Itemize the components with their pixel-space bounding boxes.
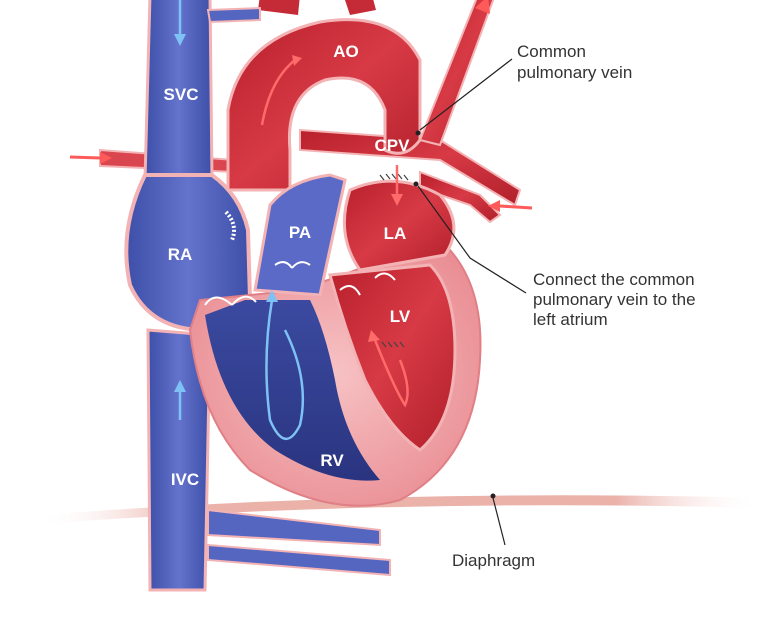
label-svc: SVC [164,85,199,104]
callout-diaphragm: Diaphragm [452,551,535,570]
label-cpv: CPV [375,136,411,155]
right-ventricle [205,300,380,481]
flow-arrowheads-blue [174,34,278,392]
callout-connect-line-3: left atrium [533,310,608,329]
suture-marks [379,173,409,348]
inflow-arrow-right [488,200,533,212]
label-pa: PA [289,223,311,242]
label-rv: RV [320,451,344,470]
label-lv: LV [390,307,411,326]
inflow-arrow-top [475,0,490,14]
diaphragm-band [40,495,760,524]
left-ventricle [328,263,457,452]
leader-common-pulmonary-vein [415,58,513,136]
callout-common-pulmonary-vein: Common pulmonary vein [517,42,632,82]
aorta [226,18,422,192]
flow-arrows-blue [178,0,305,440]
right-atrium [124,173,253,333]
inferior-vena-cava [146,328,212,592]
left-atrium [342,179,456,272]
leader-connect [413,181,527,294]
valves [204,261,396,306]
label-ao: AO [333,42,359,61]
callout-cpv-line-1: Common [517,42,586,61]
flow-arrows-red [260,59,409,408]
flow-arrowheads-red [292,55,403,342]
callout-connect-line-1: Connect the common [533,270,695,289]
callout-connect-line-2: pulmonary vein to the [533,290,696,309]
pulmonary-veins [99,0,522,224]
leader-diaphragm [490,493,506,546]
callout-connect: Connect the common pulmonary vein to the… [533,270,700,329]
pulmonary-artery [253,173,347,297]
label-ivc: IVC [171,470,199,489]
label-ra: RA [168,245,193,264]
label-la: LA [384,224,407,243]
inflow-arrow-left [69,152,112,164]
callout-cpv-line-2: pulmonary vein [517,63,632,82]
